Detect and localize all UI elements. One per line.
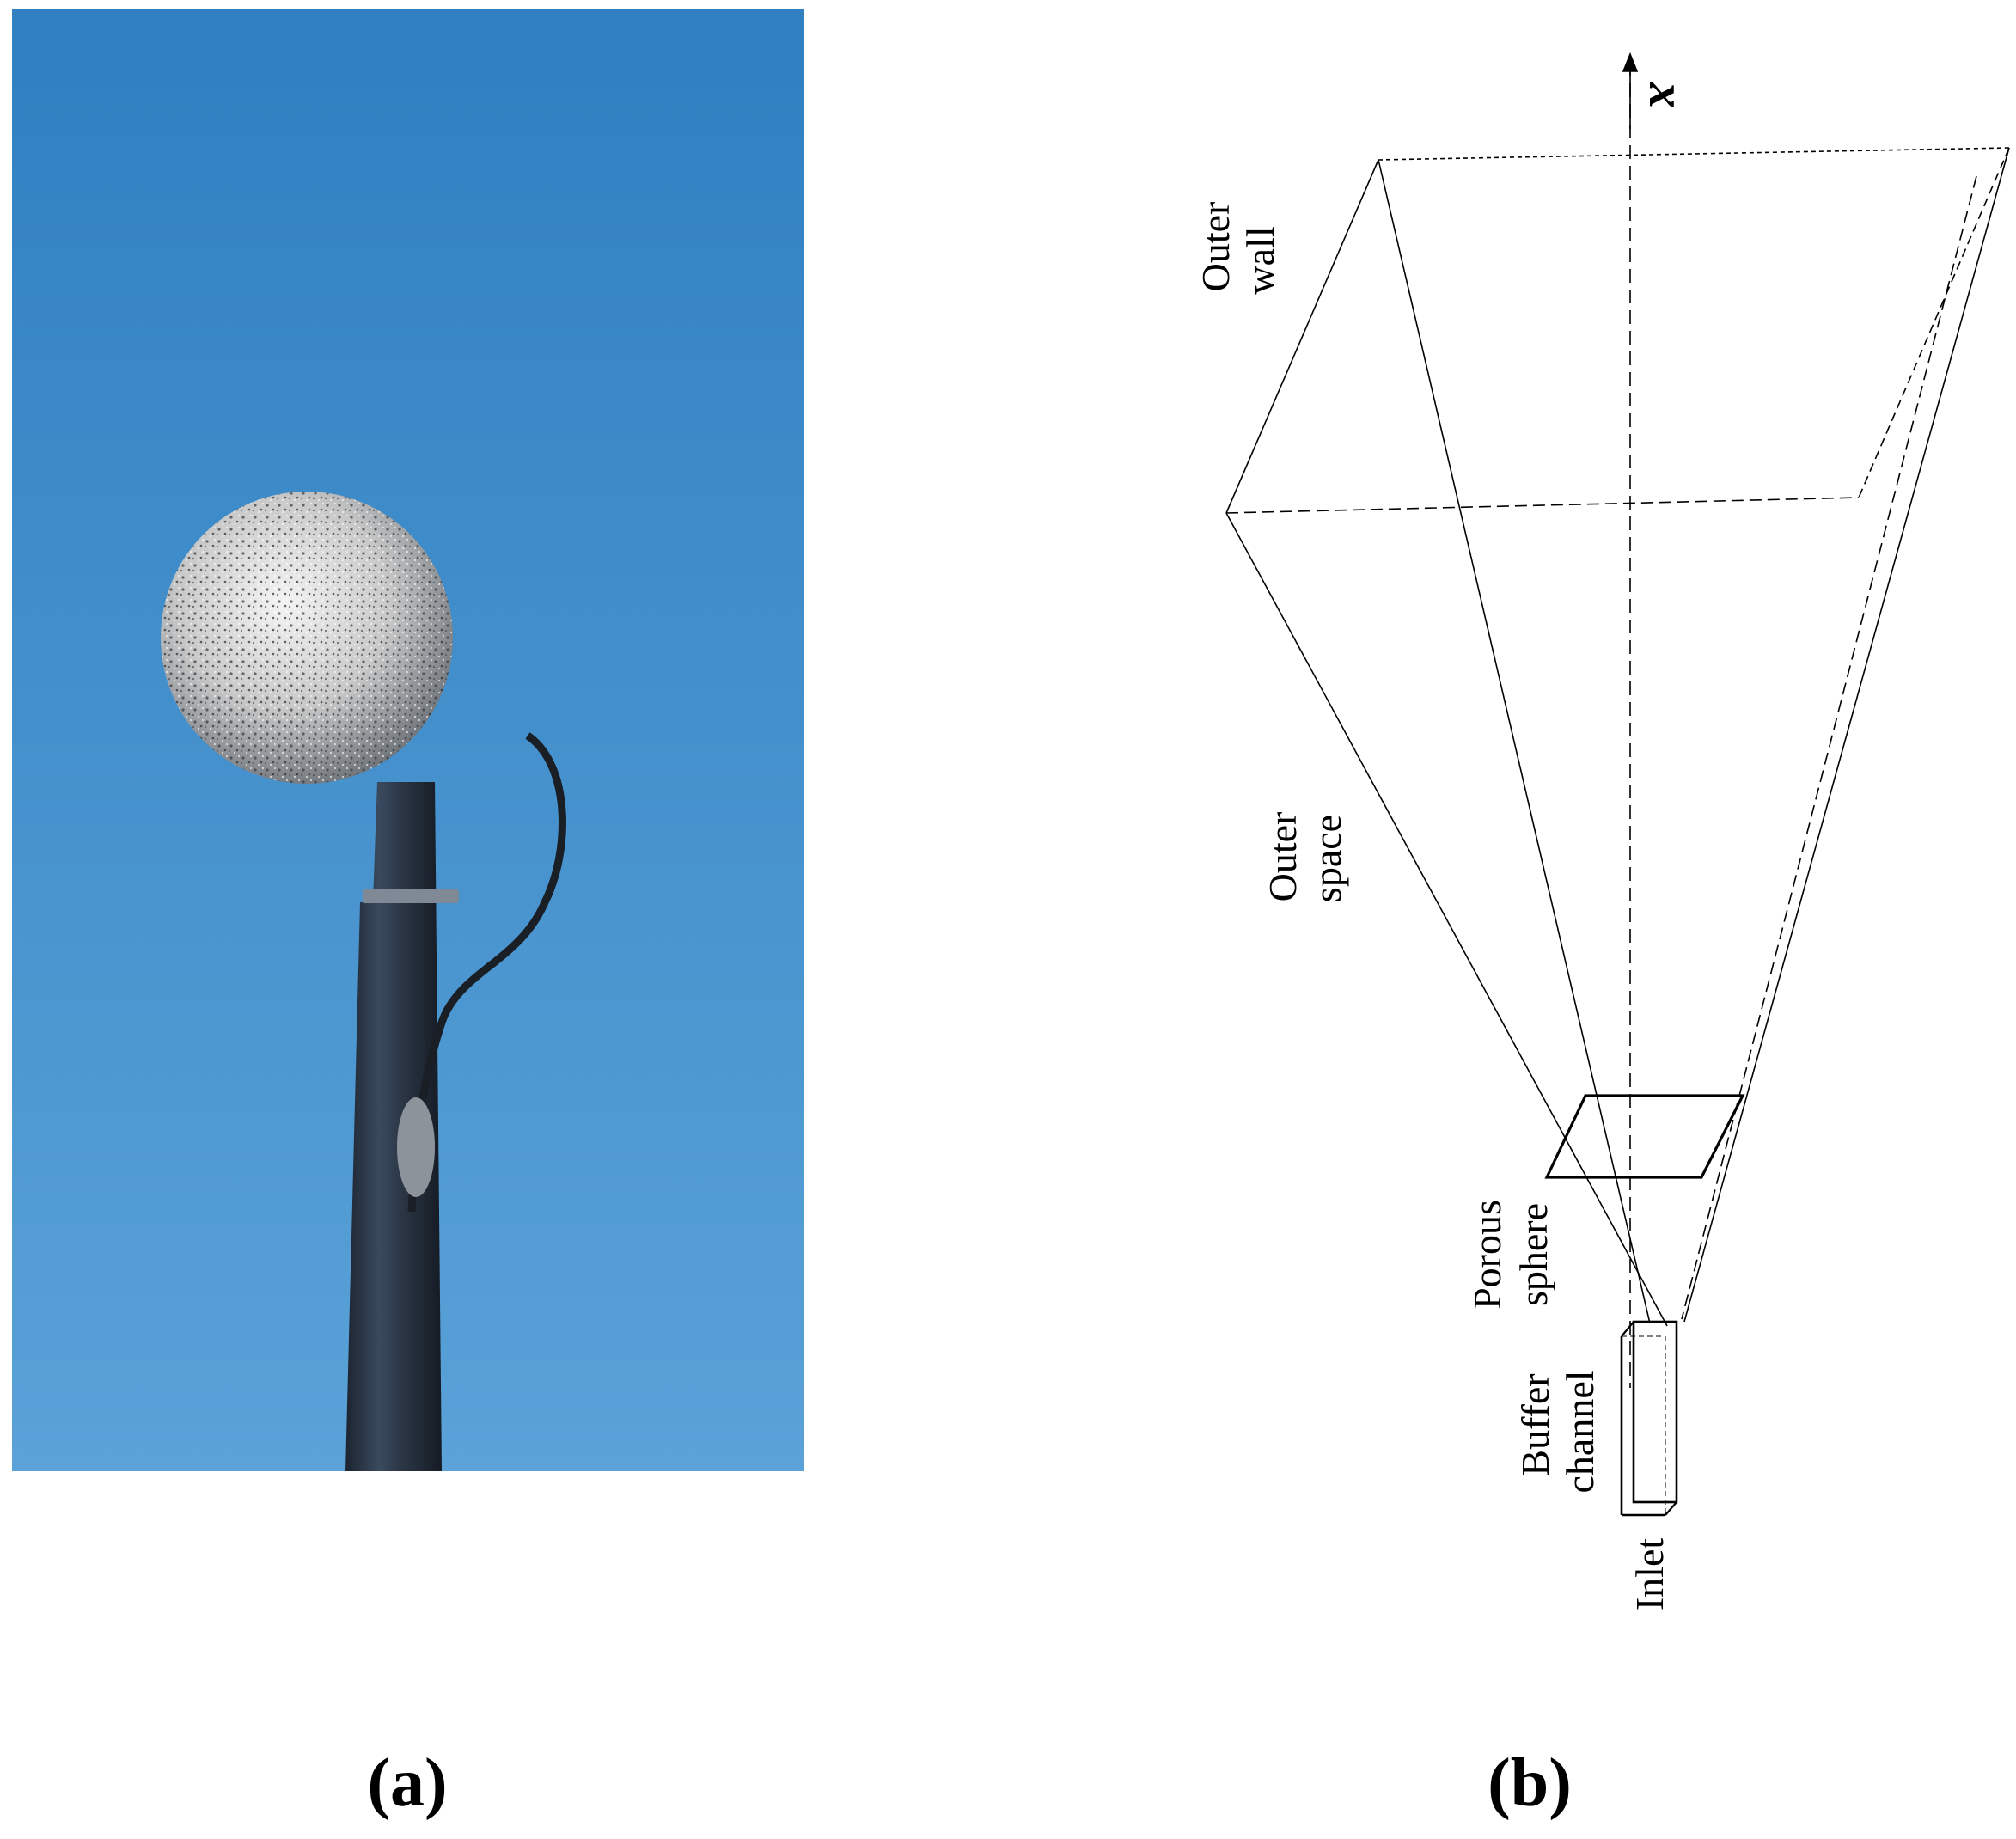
outer-space-right-edge — [1683, 147, 2010, 1323]
x-axis-label: x — [1639, 82, 1695, 108]
label-buffer-channel-2: channel — [1558, 1370, 1602, 1493]
photo-panel — [12, 9, 804, 1471]
label-porous-sphere-2: sphere — [1512, 1203, 1555, 1306]
label-outer-space-1: Outer — [1261, 812, 1304, 902]
caption-panel-b: (b) — [1488, 1745, 1572, 1821]
domain-schematic: x Outer wall Outer space Porous sphere B… — [1194, 52, 2010, 1611]
label-buffer-channel-1: Buffer — [1513, 1373, 1557, 1475]
mast-pole — [345, 782, 442, 1471]
pole-clamp — [363, 889, 459, 903]
porous-sphere-region — [1544, 1094, 1745, 1179]
caption-panel-a: (a) — [367, 1745, 448, 1821]
label-outer-wall-1: Outer — [1194, 202, 1237, 292]
label-inlet: Inlet — [1628, 1538, 1671, 1611]
outer-wall-top — [1378, 147, 2010, 161]
x-axis-arrow — [1622, 52, 1639, 72]
outer-space-left-edge — [1225, 512, 1668, 1327]
probe-photo — [12, 9, 804, 1471]
label-porous-sphere-1: Porous — [1465, 1200, 1509, 1310]
label-outer-wall-2: wall — [1238, 226, 1282, 294]
outer-wall-edge — [1225, 159, 1379, 514]
label-outer-space-2: space — [1305, 815, 1349, 902]
schematic-panel: x Outer wall Outer space Porous sphere B… — [1169, 47, 2016, 1646]
buffer-channel — [1632, 1320, 1678, 1504]
cable-tie — [397, 1097, 435, 1197]
